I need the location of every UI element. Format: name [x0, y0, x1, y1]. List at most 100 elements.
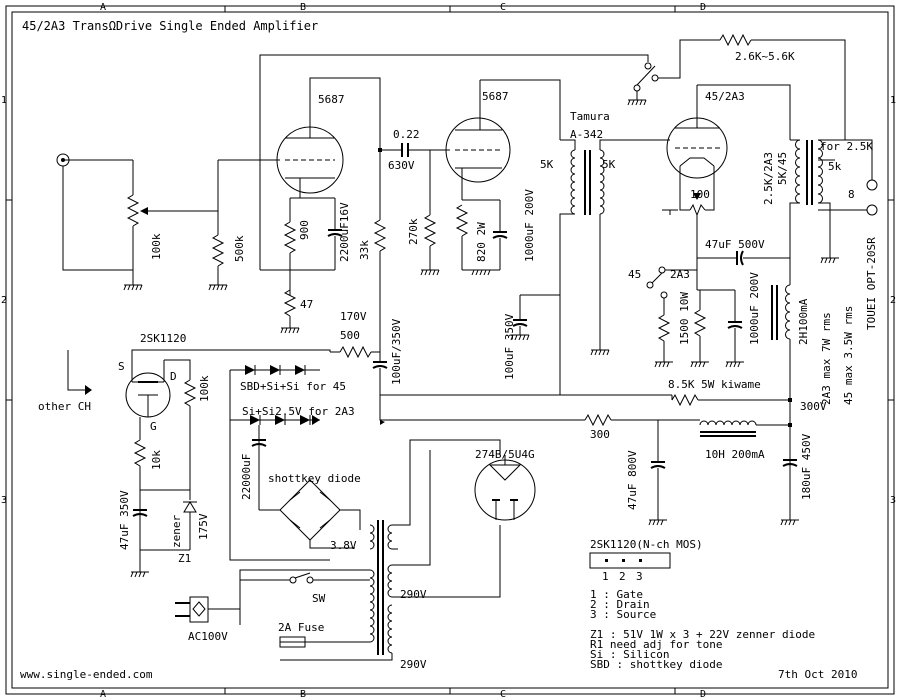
col-label-b-bottom: B — [300, 689, 306, 700]
row-label-1-right: 1 — [890, 95, 896, 106]
mosfet-label: 2SK1120 — [140, 332, 186, 345]
row-label-2-left: 2 — [1, 295, 7, 306]
r500-label: 500 — [340, 329, 360, 342]
coupling-cap: 0.22 630V — [378, 128, 450, 172]
fuse: 2A Fuse — [278, 621, 324, 648]
v290a-label: 290V — [400, 588, 427, 601]
choke-2h: 2H100mA 2A3 max 7W rms 45 max 3.5W rms — [771, 258, 855, 500]
c2200-label: 2200uF16V — [338, 202, 351, 262]
cathode-r900: 900 — [283, 197, 335, 295]
r900-label: 900 — [298, 220, 311, 240]
col-label-d-top: D — [700, 2, 706, 13]
choke2-label: 2H100mA — [797, 298, 810, 345]
row-label-1-left: 1 — [1, 95, 7, 106]
bias-selector[interactable]: 45 2A3 — [628, 266, 697, 362]
r85k-label: 8.5K 5W kiwame — [668, 378, 761, 391]
footer-date: 7th Oct 2010 — [778, 668, 857, 681]
cathode-cap: 2200uF16V — [260, 198, 351, 271]
v300-label: 300V — [800, 400, 827, 413]
row-label-3-left: 3 — [1, 495, 7, 506]
r270k-label: 270k — [407, 218, 420, 245]
out-5k-label: 5k — [828, 160, 842, 173]
r10k-label: 10k — [150, 450, 163, 470]
c630-label: 630V — [388, 159, 415, 172]
power-switch[interactable]: SW — [240, 572, 370, 605]
note-3: Si : Silicon — [590, 648, 669, 661]
r300-label: 300 — [590, 428, 610, 441]
tube-v1-label: 5687 — [318, 93, 345, 106]
sel45-label: 45 — [628, 268, 641, 281]
c180-450-label: 180uF 450V — [800, 433, 813, 500]
interstage-model: A-342 — [570, 128, 603, 141]
out-for-label: for 2.5K — [820, 140, 873, 153]
choke1-label: 10H 200mA — [705, 448, 765, 461]
shottkey-label: shottkey diode — [268, 472, 361, 485]
tube-v2-label: 5687 — [482, 90, 509, 103]
gate-r10k: 10k 47uF 350V — [118, 417, 190, 550]
c1000b-label: 1000uF 200V — [748, 272, 761, 345]
out-imp-label: 2.5K/2A3 — [762, 152, 775, 205]
interstage-maker: Tamura — [570, 110, 610, 123]
rectifier-label: 274B/5U4G — [475, 448, 535, 461]
v38-label: 3.8V — [330, 539, 357, 552]
max45-label: 45 max 3.5W rms — [842, 306, 855, 405]
r33k-label: 33k — [358, 240, 371, 260]
grid-resistor-270k: 270k — [407, 150, 440, 276]
filter-cap-47uf: 47uF 800V — [626, 420, 667, 526]
col-label-a-top: A — [100, 2, 106, 13]
sw-label: SW — [312, 592, 326, 605]
si2a3-label: Si+Si2.5V for 2A3 — [242, 405, 355, 418]
interstage-sec: 5K — [602, 158, 616, 171]
plate-resistor-33k: 33k 170V — [340, 150, 387, 352]
tube-v1: 5687 — [276, 93, 345, 198]
pin-legend-2: 2 : Drain — [590, 598, 650, 611]
z1-label: Z1 — [178, 552, 191, 565]
col-label-d-bottom: D — [700, 689, 706, 700]
output-transformer: 2.5K/2A3 5K/45 for 2.5K 5k 8 TOUEI OPT-2… — [762, 139, 878, 330]
input-jack — [56, 153, 133, 271]
mos-pinout: 2SK1120(N-ch MOS) 1 2 3 1 : Gate 2 : Dra… — [589, 538, 703, 621]
c47-350-label: 47uF 350V — [118, 490, 131, 550]
pin-2: 2 — [619, 570, 626, 583]
tube-output: 45/2A3 — [666, 85, 745, 179]
zener-z1: zener Z1 175V — [130, 490, 210, 578]
fb-resistor-label: 2.6K~5.6K — [735, 50, 795, 63]
note-4: SBD : shottkey diode — [590, 658, 722, 671]
interstage-transformer: Tamura A-342 5K 5K — [540, 110, 670, 395]
pin-3: 3 — [636, 570, 643, 583]
volume-label: 100k — [150, 233, 163, 260]
cathode-r1500: 1500 10W 1000uF 200V — [654, 260, 761, 368]
r820-label: 820 2W — [475, 222, 488, 262]
r500k-label: 500k — [233, 235, 246, 262]
volume-pot: 100k — [123, 160, 218, 291]
sel2a3-label: 2A3 — [670, 268, 690, 281]
ac-label: AC100V — [188, 630, 228, 643]
schematic-title: 45/2A3 TransΩDrive Single Ended Amplifie… — [22, 19, 318, 33]
col-label-b-top: B — [300, 2, 306, 13]
v175-label: 175V — [197, 513, 210, 540]
pin-legend-3: 3 : Source — [590, 608, 656, 621]
pin-legend-1: 1 : Gate — [590, 588, 643, 601]
out-8-label: 8 — [848, 188, 855, 201]
feedback-switch[interactable]: 2.6K~5.6K — [627, 33, 846, 140]
note-2: R1 need adj for tone — [590, 638, 722, 651]
out-model-label: TOUEI OPT-20SR — [865, 237, 878, 330]
frame — [5, 5, 895, 695]
col-label-c-top: C — [500, 2, 506, 13]
r100-label: 100 — [690, 188, 710, 201]
r85k: 8.5K 5W kiwame 300V — [560, 378, 827, 413]
grid-resistor-500k: 500k — [208, 159, 280, 291]
tube-v2: 5687 — [445, 80, 511, 200]
v170-label: 170V — [340, 310, 367, 323]
r500-decoupling: 500 100uF/350V — [330, 318, 403, 395]
c47-800-label: 47uF 800V — [626, 450, 639, 510]
out-imp2-label: 5K/45 — [776, 152, 789, 185]
v290b-label: 290V — [400, 658, 427, 671]
c100-350-label: 100uF/350V — [390, 318, 403, 385]
cap-100uf-350v: 100uF 350V — [503, 294, 560, 380]
cathode-r820: 820 2W 1000uF 200V — [455, 189, 536, 276]
sbd45-label: SBD+Si+Si for 45 — [240, 380, 346, 393]
mosfet-2sk1120: 2SK1120 S D G — [118, 332, 186, 433]
